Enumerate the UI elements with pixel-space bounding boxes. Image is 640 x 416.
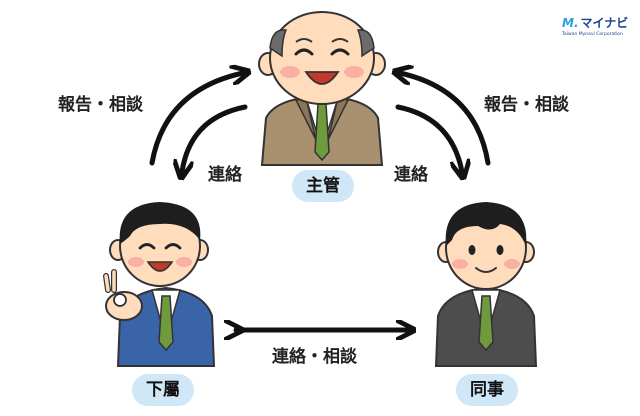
label-right-contact: 連絡 bbox=[394, 165, 428, 185]
arrows bbox=[149, 73, 491, 330]
label-right-report-consult: 報告・相談 bbox=[484, 95, 569, 115]
boss-figure bbox=[258, 11, 386, 166]
logo-subtitle: Taiwan Mynavi Corporation bbox=[562, 32, 623, 37]
label-left-contact: 連絡 bbox=[208, 165, 242, 185]
arrow-left-contact-down bbox=[182, 104, 248, 172]
role-badge-colleague: 同事 bbox=[456, 374, 518, 406]
subordinate-figure bbox=[103, 202, 216, 367]
role-badge-boss: 主管 bbox=[292, 170, 354, 202]
brand-logo: M. マイナビ Taiwan Mynavi Corporation bbox=[562, 14, 632, 38]
label-left-report-consult: 報告・相談 bbox=[58, 95, 143, 115]
arrow-left-report-up bbox=[149, 73, 243, 166]
role-badge-subordinate: 下屬 bbox=[132, 374, 194, 406]
label-bottom-contact-consult: 連絡・相談 bbox=[272, 347, 357, 367]
logo-wordmark: M. マイナビ bbox=[562, 14, 632, 31]
logo-mark: M. bbox=[562, 15, 579, 30]
arrow-right-contact-down bbox=[395, 104, 462, 172]
arrow-right-report-up bbox=[400, 73, 491, 166]
logo-name: マイナビ bbox=[580, 16, 629, 30]
colleague-figure bbox=[434, 202, 538, 367]
